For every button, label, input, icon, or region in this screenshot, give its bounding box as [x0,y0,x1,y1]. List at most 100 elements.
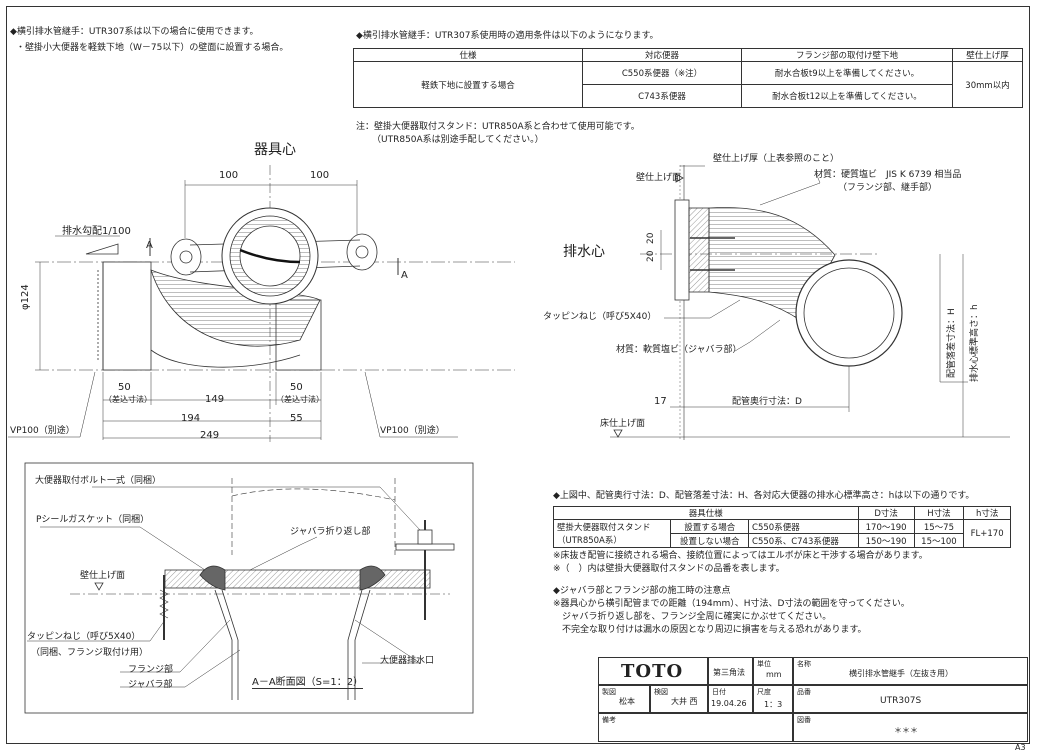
dim-hh-value: FL+170 [963,519,1011,548]
dim-header-hh: h寸法 [963,506,1011,520]
dim-install-1: 設置する場合 [670,519,750,534]
spec-bowl-2: C743系便器 [582,84,742,108]
tb-remarks-cell: 備考 [598,713,793,742]
drain-center-label: 排水心 [563,244,605,260]
tb-projection: 第三角法 [713,668,745,677]
tb-date-cell: 日付 19.04.26 [708,685,753,713]
drop-h-label: 配管落差寸法：H [947,308,957,378]
dim-header-d: D寸法 [857,506,915,520]
tb-drawn: 松本 [619,697,635,706]
tb-checked: 大井 西 [671,697,698,706]
spec-header-bowl: 対応便器 [582,48,742,62]
dim-d-1: 170～190 [857,519,915,534]
insert-right: （差込寸法） [276,395,324,404]
tb-drawing-no-cell: 図番 ＊＊＊ [793,713,1028,742]
tb-scale: 1：3 [764,700,783,709]
spec-table: 仕様 対応便器 フランジ部の取付け壁下地 壁仕上げ厚 軽鉄下地に設置する場合 C… [353,48,1023,108]
spec-header-spec: 仕様 [353,48,583,62]
tb-remarks-label: 備考 [602,716,616,724]
spec-header-flange: フランジ部の取付け壁下地 [741,48,953,62]
tb-checked-label: 検図 [654,688,668,696]
dim-h-2: 15～100 [913,533,965,548]
tapping-screw-label: タッピンねじ（呼び5X40） [543,312,657,322]
note-stand-1: 注：壁掛大便器取付スタンド：UTR850A系と合わせて使用可能です。 [356,122,640,132]
dim-55: 55 [290,413,303,424]
bolt-label: 大便器取付ボルト一式（同梱） [35,476,162,486]
dim-stand-2: （UTR850A系） [552,533,672,548]
flange-label: フランジ部 [128,665,174,675]
dim-header-h: H寸法 [913,506,965,520]
tb-scale-cell: 尺度 1：3 [753,685,793,713]
tb-unit-label: 単位 [757,660,771,668]
outlet-label: 大便器排水口 [380,656,435,666]
dim-100-left: 100 [219,170,239,181]
fold-label: ジャバラ折り返し部 [290,527,371,537]
tb-part-cell: 品番 UTR307S [793,685,1028,713]
material-soft: 材質：軟質塩ビ（ジャバラ部） [616,345,742,355]
slope-label: 排水勾配1/100 [62,226,131,237]
bellows-label: ジャバラ部 [128,680,173,690]
dim-d-2: 150～190 [857,533,915,548]
spec-thickness: 30mm以内 [952,61,1023,108]
center-label: 器具心 [254,142,296,158]
tb-name: 横引排水管継手（左抜き用） [849,669,953,678]
dim-100-right: 100 [310,170,330,181]
insert-left: （差込寸法） [104,395,152,404]
dim-note-2: ※（ ）内は壁掛大便器取付スタンドの品番を表します。 [553,564,785,574]
spec-flange-1: 耐水合板t9以上を準備してください。 [741,61,953,85]
dim-header-spec: 器具仕様 [553,506,859,520]
dim-149: 149 [205,394,225,405]
section-mark-right: A [401,270,408,281]
dim-bowl-2: C550系、C743系便器 [748,533,859,548]
tb-part-label: 品番 [797,688,811,696]
vp-left: VP100（別途） [10,426,75,436]
tb-part: UTR307S [880,696,922,706]
tb-drawing-no-label: 図番 [797,716,811,724]
install-heading: ◆ジャバラ部とフランジ部の施工時の注意点 [553,586,731,596]
section-wall-finish: 壁仕上げ面 [80,571,126,581]
tb-unit-cell: 単位 mm [753,657,793,685]
dim-h-1: 15～75 [913,519,965,534]
std-height-label: 排水心標準高さ：h [970,304,980,382]
dim-note-1: ※床抜き配管に接続される場合、接続位置によってはエルボが床と干渉する場合がありま… [553,551,928,561]
spec-flange-2: 耐水合板t12以上を準備してください。 [741,84,953,108]
tb-unit: mm [766,670,782,679]
material-top-2: （フランジ部、継手部） [838,183,938,193]
tb-brand-cell: TOTO [598,657,708,685]
dim-install-2: 設置しない場合 [670,533,750,548]
depth-d-label: 配管奥行寸法：D [732,397,802,407]
plan-view [8,165,515,442]
dim-194: 194 [181,413,201,424]
side-view [610,165,1010,440]
tb-scale-label: 尺度 [757,688,771,696]
dim-50-right: 50 [290,382,303,393]
diameter-label: φ124 [20,284,31,310]
tb-drawing-no: ＊＊＊ [894,726,918,735]
title-block: TOTO 第三角法 単位 mm 名称 横引排水管継手（左抜き用） 製図 松本 検… [598,657,1028,742]
section-caption: A－A断面図（S=1：2） [252,677,364,689]
floor-finish-label: 床仕上げ面 [600,419,646,429]
note-stand-2: （UTR850A系は別途手配してください。） [372,135,544,145]
tb-drawn-label: 製図 [602,688,616,696]
section-mark-left: A [146,240,153,251]
tb-name-label: 名称 [797,660,811,668]
tb-drawn-cell: 製図 松本 [598,685,650,713]
tb-name-cell: 名称 横引排水管継手（左抜き用） [793,657,1028,685]
material-top-1: 材質：硬質塩ビ JIS K 6739 相当品 [814,170,962,180]
spec-bowl-1: C550系便器（※注） [582,61,742,85]
sheet-border [6,6,1030,744]
section-screw-sub: （同梱、フランジ取付け用） [31,648,149,658]
tb-date-label: 日付 [712,688,726,696]
vp-right: VP100（別途） [380,426,445,436]
install-note-3: 不完全な取り付けは漏水の原因となり周辺に損害を与える恐れがあります。 [562,625,867,635]
dim-17: 17 [654,396,667,407]
dim-table: 器具仕様 D寸法 H寸法 h寸法 壁掛大便器取付スタンド 設置する場合 C550… [552,506,1011,548]
install-note-1: ※器具心から横引配管までの距離（194mm）、H寸法、D寸法の範囲を守ってくださ… [553,599,910,609]
dim-249: 249 [200,430,220,441]
tb-checked-cell: 検図 大井 西 [650,685,708,713]
dim-20-a: 20 [646,232,656,244]
wall-finish-label: 壁仕上げ面 [636,173,682,183]
toto-logo: TOTO [621,661,684,682]
